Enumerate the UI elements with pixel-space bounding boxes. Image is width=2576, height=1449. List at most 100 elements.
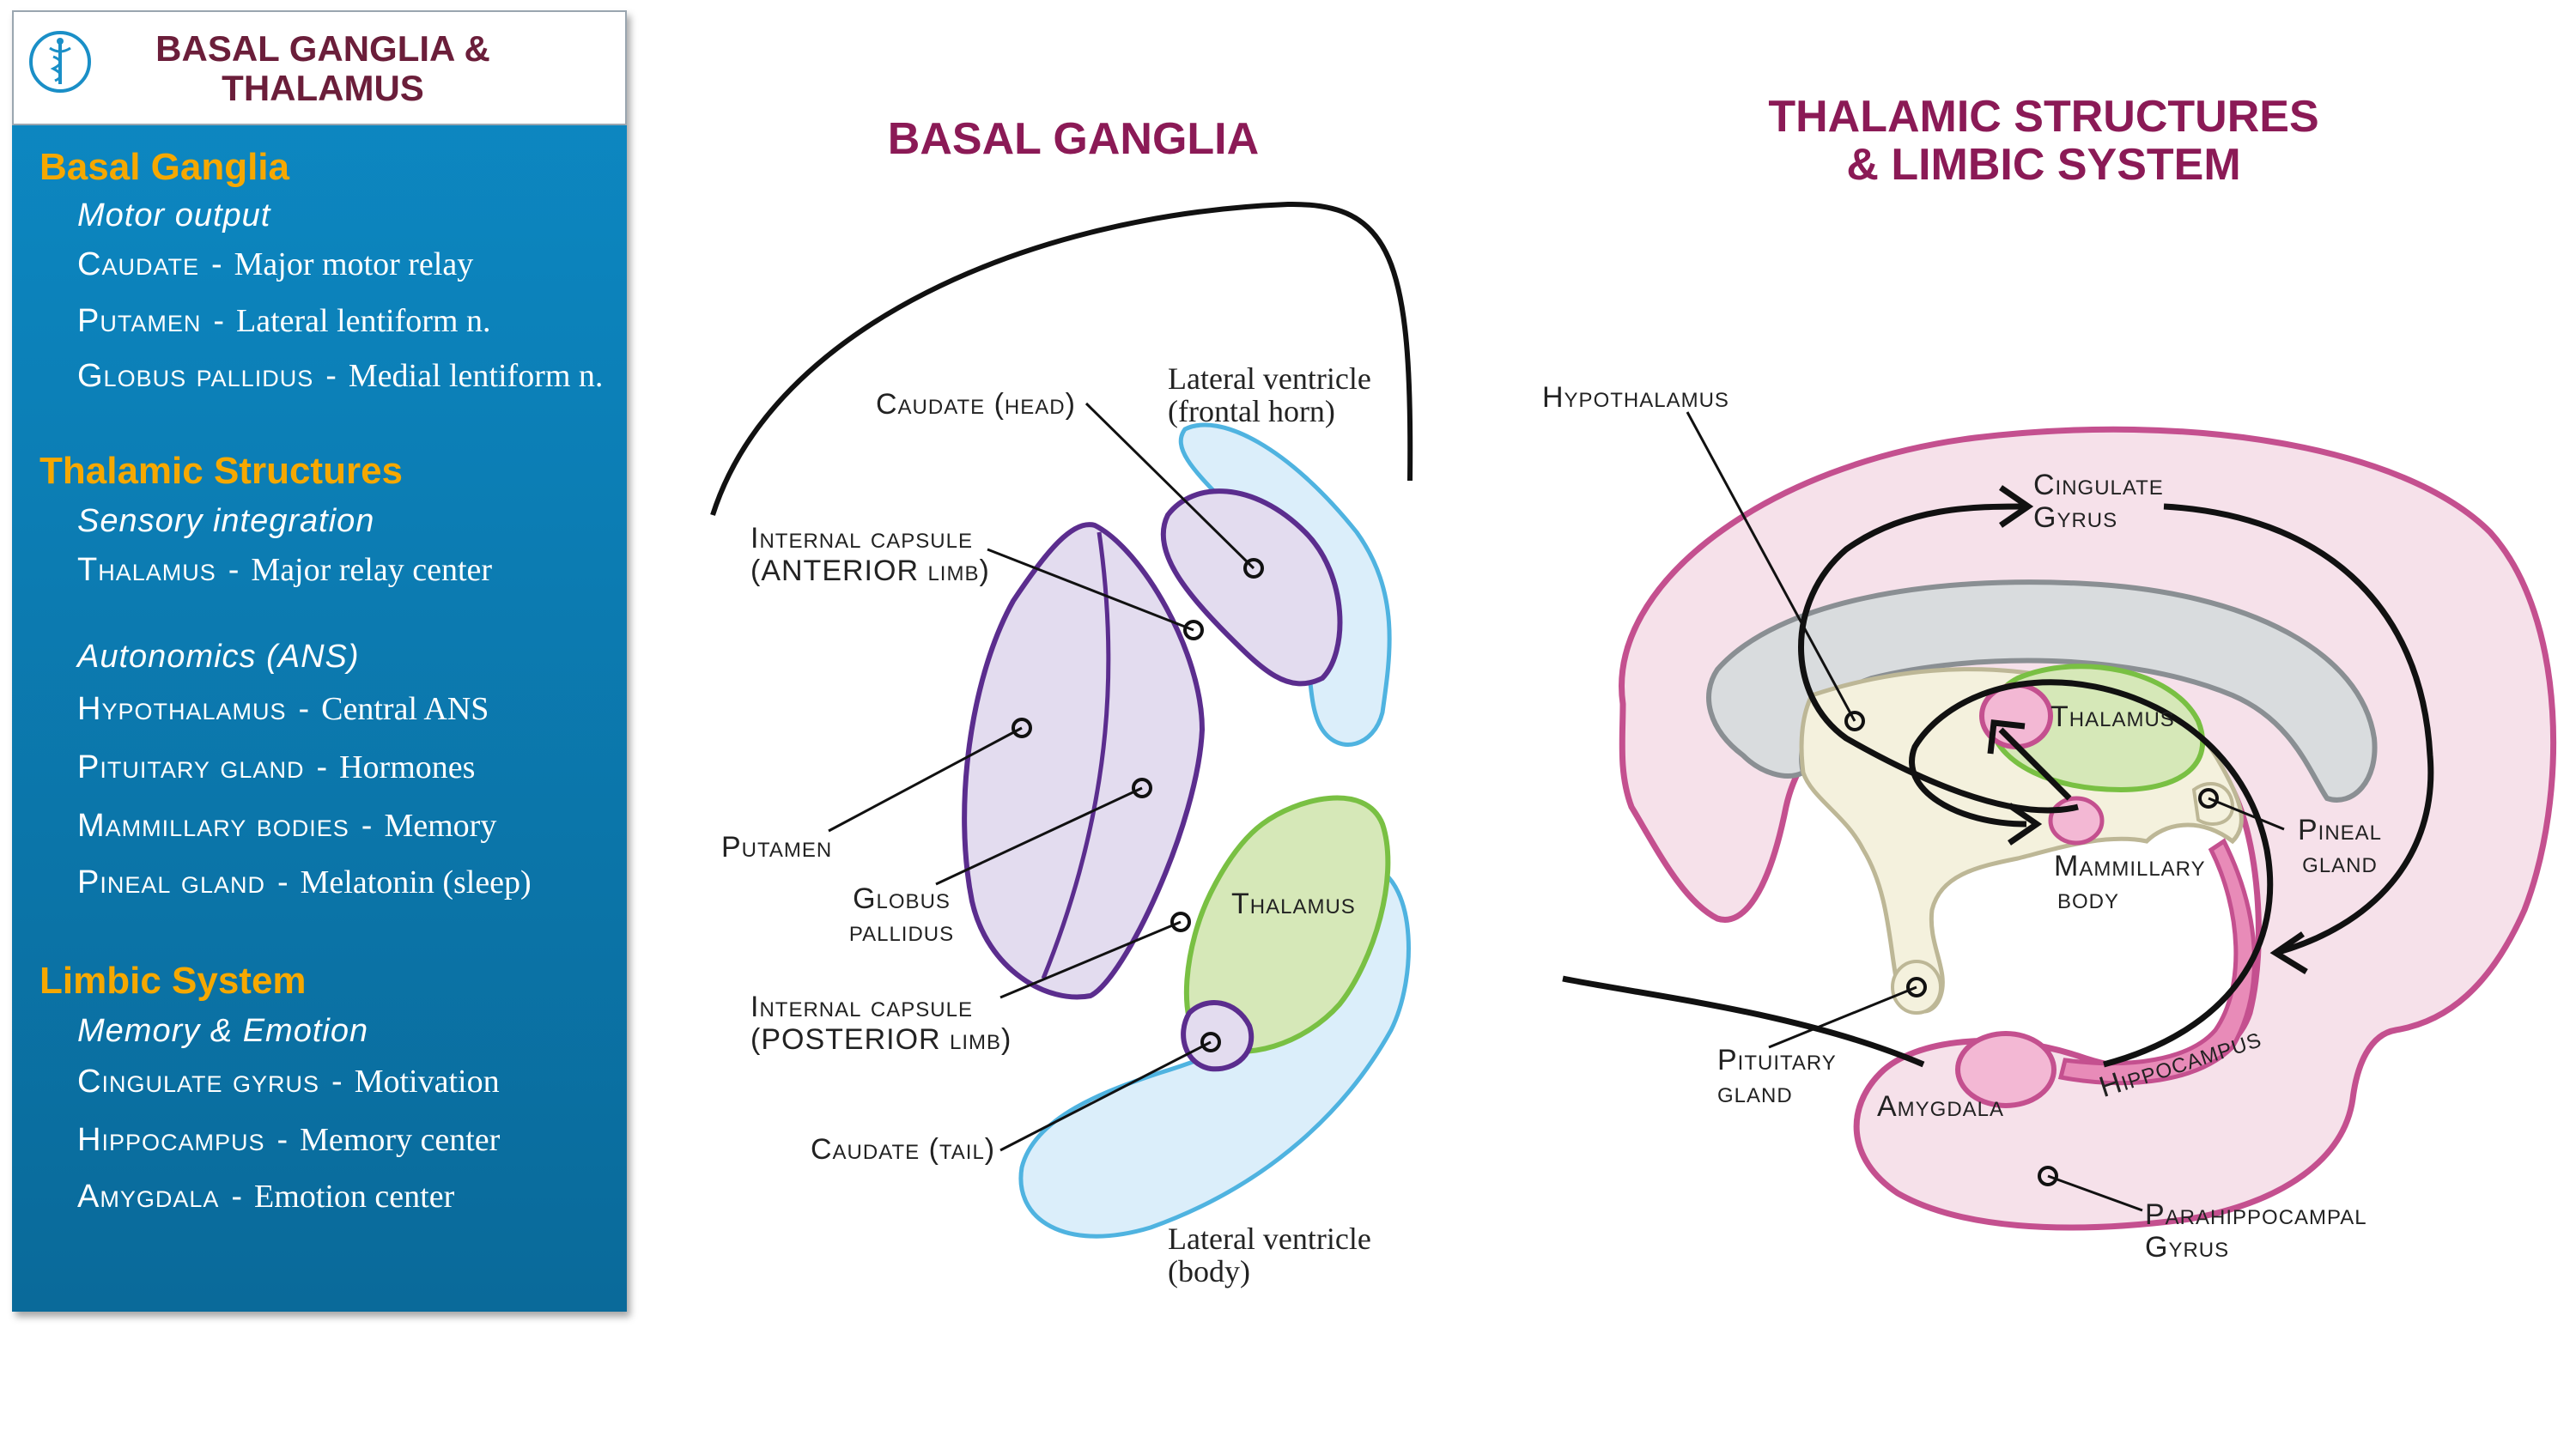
legend-desc: Motivation: [354, 1064, 500, 1100]
basal-ganglia-diagram: [710, 201, 1413, 1239]
label-line: Gyrus: [2033, 501, 2118, 534]
section-heading-basal: Basal Ganglia: [39, 146, 290, 188]
label-line: (POSTERIOR limb): [750, 1023, 1012, 1056]
legend-term: Mammillary bodies: [77, 808, 349, 844]
hippocampus-shape: [2057, 838, 2257, 1086]
corpus-callosum: [1706, 579, 2378, 803]
brainstem-line: [1562, 975, 1925, 1068]
arrow-to-entorhinal: [2269, 931, 2308, 974]
label-putamen: Putamen: [721, 831, 833, 864]
caudate-head-shape: [1160, 488, 1343, 687]
label-line: pallidus: [848, 915, 955, 948]
subheading-sensory: Sensory integration: [77, 503, 375, 539]
arrow-to-mammillary: [2008, 803, 2043, 846]
legend-term: Globus pallidus: [77, 358, 314, 394]
section-heading-thalamic: Thalamic Structures: [39, 450, 404, 492]
label-hypothalamus: Hypothalamus: [1542, 381, 1729, 414]
thalamus-shape-basal: [1183, 795, 1391, 1054]
legend-desc: Lateral lentiform n.: [236, 303, 491, 339]
legend-row-mammillary: Mammillary bodies-Memory: [77, 808, 497, 844]
legend-term: Pineal gland: [77, 864, 265, 900]
label-line: Parahippocampal: [2145, 1198, 2367, 1231]
legend-desc: Melatonin (sleep): [300, 864, 532, 900]
papez-circuit-descent: [2163, 503, 2434, 956]
brain-outline-arc: [710, 201, 1413, 516]
label-line: (body): [1168, 1254, 1250, 1288]
label-line: Pituitary: [1717, 1044, 1837, 1076]
label-globus-pallidus: Globus pallidus: [841, 882, 962, 948]
label-mammillary-body: Mammillary body: [2054, 850, 2206, 915]
label-thalamus-basal: Thalamus: [1231, 888, 1356, 920]
label-line: (frontal horn): [1168, 394, 1335, 428]
putamen-shape: [962, 522, 1206, 1000]
legend-desc: Medial lentiform n.: [348, 358, 604, 394]
globus-pallidus-border: [1041, 531, 1111, 979]
label-lateral-ventricle-frontal: Lateral ventricle (frontal horn): [1168, 362, 1371, 427]
caduceus-icon: [29, 31, 91, 93]
legend-panel: BASAL GANGLIA & THALAMUS Basal Ganglia M…: [12, 10, 627, 1312]
legend-desc: Major motor relay: [234, 246, 474, 282]
label-internal-capsule-posterior: Internal capsule (POSTERIOR limb): [750, 991, 1012, 1056]
label-pituitary-gland: Pituitary gland: [1717, 1044, 1837, 1109]
arrow-to-thalamus: [1987, 719, 2026, 755]
label-line: Cingulate: [2033, 469, 2164, 501]
label-line: (ANTERIOR limb): [750, 555, 990, 587]
label-thalamus-limbic: Thalamus: [2050, 700, 2175, 733]
label-pineal-gland: Pineal gland: [2293, 814, 2387, 879]
label-caudate-tail: Caudate (tail): [811, 1133, 996, 1166]
subheading-memory: Memory & Emotion: [77, 1013, 369, 1049]
legend-term: Pituitary gland: [77, 749, 305, 785]
legend-row-amygdala: Amygdala-Emotion center: [77, 1179, 455, 1215]
legend-title: BASAL GANGLIA & THALAMUS: [155, 28, 490, 108]
label-line: body: [2057, 882, 2120, 915]
arrow-to-cingulate: [1999, 485, 2034, 528]
legend-desc: Memory center: [300, 1122, 501, 1158]
legend-row-hippocampus: Hippocampus-Memory center: [77, 1122, 501, 1158]
limbic-diagram: [1562, 411, 2557, 1231]
label-line: gland: [2302, 846, 2378, 879]
label-parahippocampal-gyrus: Parahippocampal Gyrus: [2145, 1198, 2367, 1264]
legend-desc: Central ANS: [321, 691, 489, 727]
limbic-panel-title: THALAMIC STRUCTURES & LIMBIC SYSTEM: [1752, 93, 2336, 189]
label-line: Pineal: [2297, 814, 2383, 846]
papez-circuit-loop: [1798, 503, 2079, 814]
limbic-title-line1: THALAMIC STRUCTURES: [1768, 92, 2319, 142]
label-amygdala: Amygdala: [1877, 1090, 2005, 1123]
label-internal-capsule-anterior: Internal capsule (ANTERIOR limb): [750, 522, 990, 587]
legend-desc: Memory: [384, 808, 497, 844]
legend-header: BASAL GANGLIA & THALAMUS: [12, 10, 627, 125]
legend-row-cingulate: Cingulate gyrus-Motivation: [77, 1064, 500, 1100]
basal-panel-title: BASAL GANGLIA: [887, 114, 1260, 164]
label-lateral-ventricle-body: Lateral ventricle (body): [1168, 1222, 1371, 1288]
label-line: Gyrus: [2145, 1231, 2230, 1264]
legend-desc: Major relay center: [251, 552, 493, 588]
legend-term: Amygdala: [77, 1179, 220, 1215]
legend-row-thalamus: Thalamus-Major relay center: [77, 552, 493, 588]
label-caudate-head: Caudate (head): [876, 388, 1076, 421]
label-line: Lateral ventricle: [1168, 1222, 1371, 1256]
legend-term: Hippocampus: [77, 1122, 265, 1158]
legend-row-pituitary: Pituitary gland-Hormones: [77, 749, 476, 785]
amygdala-shape: [1955, 1031, 2057, 1108]
legend-term: Caudate: [77, 246, 199, 282]
legend-desc: Hormones: [339, 749, 476, 785]
legend-row-hypothalamus: Hypothalamus-Central ANS: [77, 691, 489, 727]
legend-row-globus: Globus pallidus-Medial lentiform n.: [77, 358, 604, 394]
subheading-autonomics: Autonomics (ANS): [77, 639, 360, 675]
label-line: Mammillary: [2054, 850, 2206, 882]
label-cingulate-gyrus: Cingulate Gyrus: [2033, 469, 2164, 534]
legend-term: Thalamus: [77, 552, 216, 588]
papez-hippocampal-path: [1909, 679, 2274, 1068]
limbic-title-line2: & LIMBIC SYSTEM: [1846, 140, 2241, 190]
subheading-motor: Motor output: [77, 197, 271, 233]
label-line: Internal capsule: [750, 991, 973, 1023]
label-line: Globus: [853, 882, 951, 915]
legend-row-putamen: Putamen-Lateral lentiform n.: [77, 303, 491, 339]
legend-row-caudate: Caudate-Major motor relay: [77, 246, 474, 282]
label-line: Lateral ventricle: [1168, 361, 1371, 396]
legend-term: Hypothalamus: [77, 691, 287, 727]
legend-term: Cingulate gyrus: [77, 1064, 320, 1100]
mammillothalamic-tract: [1998, 727, 2072, 801]
legend-row-pineal: Pineal gland-Melatonin (sleep): [77, 864, 532, 900]
legend-term: Putamen: [77, 303, 202, 339]
